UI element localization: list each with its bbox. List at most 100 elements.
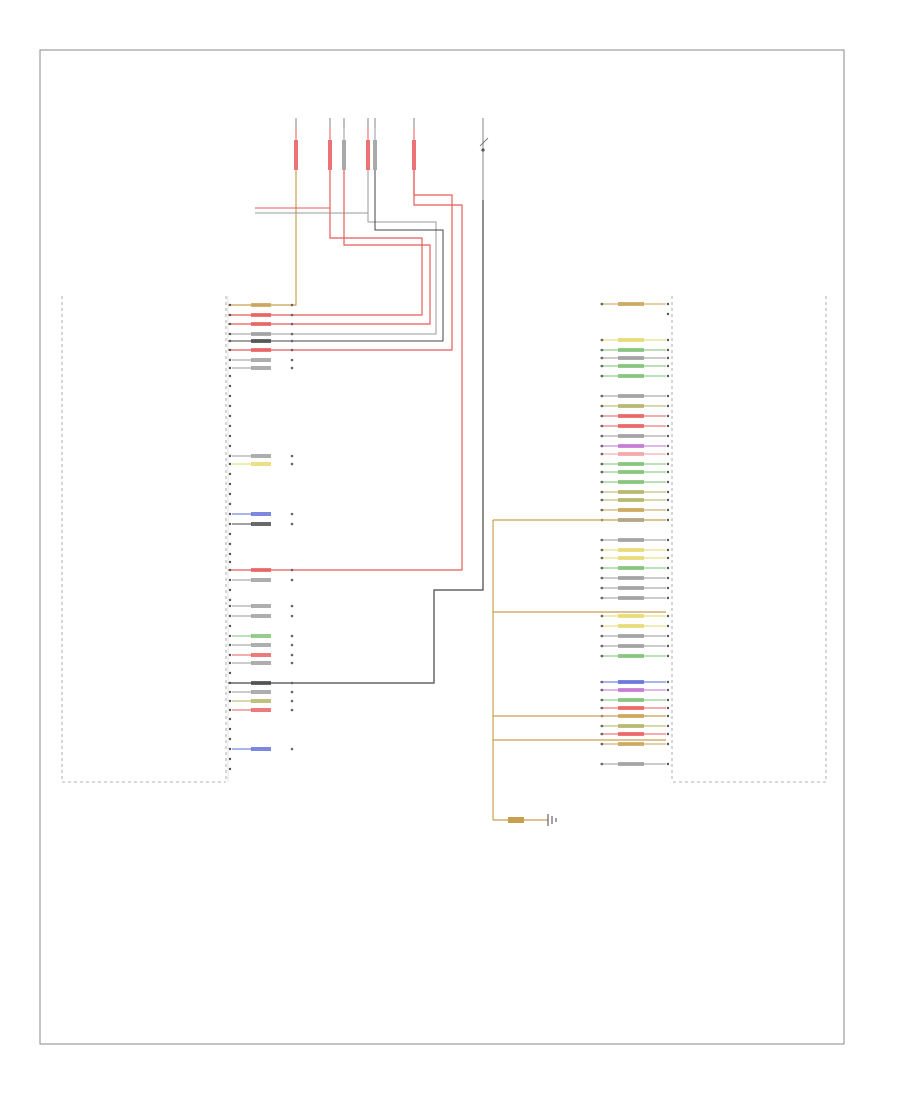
right-pin-connector-icon — [600, 680, 604, 684]
left-pin-connector-icon — [290, 747, 294, 751]
left-pin-terminal-icon — [228, 358, 232, 362]
left-pin-connector-icon — [290, 708, 294, 712]
right-pin-terminal-icon — [666, 556, 670, 560]
left-pin-wire-color — [251, 681, 271, 685]
right-pin-terminal-icon — [666, 624, 670, 628]
right-pin-connector-icon — [600, 470, 604, 474]
fuse-icon — [342, 140, 346, 170]
left-pin-terminal-icon — [228, 313, 232, 317]
right-pin-terminal-icon — [666, 348, 670, 352]
right-pin-terminal-icon — [666, 434, 670, 438]
left-pin-terminal-icon — [228, 482, 232, 486]
wire — [228, 200, 484, 684]
left-pin-wire-color — [251, 322, 271, 326]
right-pin-connector-icon — [600, 556, 604, 560]
left-pin-terminal-icon — [228, 454, 232, 458]
left-pin-connector-icon — [290, 512, 294, 516]
left-pin-wire-color — [251, 699, 271, 703]
right-pin-connector-icon — [600, 706, 604, 710]
left-pin-terminal-icon — [228, 560, 232, 564]
right-pin-terminal-icon — [666, 302, 670, 306]
right-pin-terminal-icon — [666, 724, 670, 728]
left-pin-terminal-icon — [228, 532, 232, 536]
left-pin-wire-color — [251, 653, 271, 657]
wire — [228, 170, 297, 306]
wire-group — [227, 170, 484, 782]
right-pin-terminal-icon — [666, 644, 670, 648]
left-pin-terminal-icon — [228, 366, 232, 370]
right-pin-terminal-icon — [666, 414, 670, 418]
left-pin-terminal-icon — [228, 708, 232, 712]
right-pin-terminal-icon — [666, 714, 670, 718]
left-pin-terminal-icon — [228, 767, 232, 771]
right-pin-connector-icon — [600, 596, 604, 600]
right-pin-connector-icon — [600, 586, 604, 590]
right-pin-terminal-icon — [666, 404, 670, 408]
right-pin-connector-icon — [600, 356, 604, 360]
left-pin-connector-icon — [290, 643, 294, 647]
left-pin-terminal-icon — [228, 690, 232, 694]
right-pin-connector-icon — [600, 634, 604, 638]
left-pin-terminal-icon — [228, 502, 232, 506]
right-pin-terminal-icon — [666, 356, 670, 360]
fuse-group — [294, 118, 489, 200]
left-pin-connector-icon — [290, 699, 294, 703]
left-pin-terminal-icon — [228, 414, 232, 418]
left-pin-terminal-icon — [228, 522, 232, 526]
left-pin-terminal-icon — [228, 394, 232, 398]
wire — [228, 170, 431, 325]
right-pin-connector-icon — [600, 302, 604, 306]
right-pin-terminal-icon — [666, 706, 670, 710]
left-pin-terminal-icon — [228, 634, 232, 638]
left-pin-terminal-icon — [228, 681, 232, 685]
left-pin-connector-icon — [290, 332, 294, 336]
left-pin-terminal-icon — [228, 552, 232, 556]
right-pin-connector-icon — [600, 480, 604, 484]
left-pin-terminal-icon — [228, 462, 232, 466]
left-module-outline — [61, 296, 227, 783]
left-pin-terminal-icon — [228, 671, 232, 675]
left-pin-terminal-icon — [228, 512, 232, 516]
right-pin-terminal-icon — [666, 490, 670, 494]
right-pin-terminal-icon — [666, 732, 670, 736]
fuse-icon — [373, 140, 377, 170]
right-pin-terminal-icon — [666, 364, 670, 368]
left-pin-wire-color — [251, 462, 271, 466]
left-pin-connector-icon — [290, 366, 294, 370]
left-pin-terminal-icon — [228, 472, 232, 476]
right-pin-connector-icon — [600, 348, 604, 352]
fuse-icon — [412, 140, 416, 170]
left-pin-wire-color — [251, 358, 271, 362]
right-pin-connector-icon — [600, 374, 604, 378]
right-pin-connector-icon — [600, 508, 604, 512]
right-pin-connector-icon — [600, 762, 604, 766]
left-pin-wire-color — [251, 690, 271, 694]
diagram-frame — [39, 49, 845, 1045]
right-pin-terminal-icon — [666, 762, 670, 766]
left-pin-connector-icon — [290, 348, 294, 352]
left-pin-connector-icon — [290, 604, 294, 608]
left-pin-connector-icon — [290, 454, 294, 458]
right-pin-connector-icon — [600, 414, 604, 418]
right-pin-connector-icon — [600, 444, 604, 448]
left-pin-wire-color — [251, 708, 271, 712]
left-pin-wire-color — [251, 366, 271, 370]
right-pin-connector-icon — [600, 614, 604, 618]
left-pin-wire-color — [251, 661, 271, 665]
left-pin-terminal-icon — [228, 384, 232, 388]
left-pin-connector-icon — [290, 568, 294, 572]
left-pin-connector-icon — [290, 653, 294, 657]
right-pin-terminal-icon — [666, 508, 670, 512]
fuse-icon — [366, 140, 370, 170]
right-pin-terminal-icon — [666, 470, 670, 474]
left-pin-wire-color — [251, 568, 271, 572]
right-pin-terminal-icon — [666, 688, 670, 692]
left-pin-terminal-icon — [228, 322, 232, 326]
left-pin-terminal-icon — [228, 332, 232, 336]
right-pin-terminal-icon — [666, 614, 670, 618]
left-pin-wire-color — [251, 614, 271, 618]
left-pin-group — [228, 303, 294, 771]
left-pin-connector-icon — [290, 322, 294, 326]
left-pin-terminal-icon — [228, 588, 232, 592]
fuse-icon — [294, 140, 298, 170]
